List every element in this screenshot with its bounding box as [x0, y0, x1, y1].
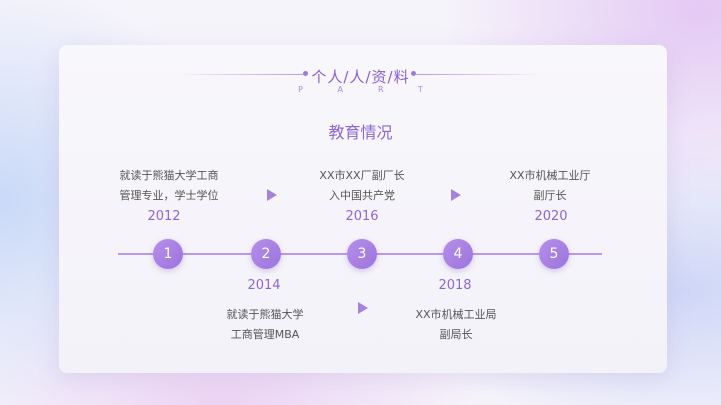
triangle-right-icon	[451, 189, 461, 201]
top-item-1-line1: 就读于熊猫大学工商	[119, 169, 219, 182]
timeline-node-5: 5	[539, 239, 569, 269]
page-title: 个人/人/资/料	[311, 68, 410, 86]
timeline-node-4: 4	[443, 239, 473, 269]
title-dot-left	[303, 71, 308, 76]
bottom-item-2-year: 2018	[438, 278, 472, 293]
triangle-right-icon	[267, 189, 277, 201]
timeline-node-1: 1	[153, 239, 183, 269]
header: 个人/人/资/料	[0, 66, 721, 87]
content-card	[59, 45, 667, 373]
bottom-item-1-desc: 就读于熊猫大学 工商管理MBA	[195, 305, 335, 345]
top-item-3-line1: XX市机械工业厅	[509, 169, 591, 182]
title-dot-right	[411, 71, 416, 76]
top-item-3-year: 2020	[534, 209, 568, 224]
top-item-2-line2: 入中国共产党	[329, 189, 395, 202]
title-line-right	[416, 74, 541, 75]
bottom-item-1-line2: 工商管理MBA	[230, 328, 300, 341]
bottom-item-1-line1: 就读于熊猫大学	[226, 308, 304, 321]
triangle-right-icon	[358, 302, 368, 314]
bottom-item-1-year: 2014	[247, 278, 281, 293]
timeline-node-3: 3	[347, 239, 377, 269]
top-item-2-year: 2016	[345, 209, 379, 224]
bottom-item-2-desc: XX市机械工业局 副局长	[386, 305, 526, 345]
top-item-1-year: 2012	[147, 209, 181, 224]
page-subtitle: PART	[298, 85, 458, 94]
bottom-item-2-line2: 副局长	[439, 328, 473, 341]
title-line-left	[178, 74, 303, 75]
top-item-1-desc: 就读于熊猫大学工商 管理专业，学士学位	[99, 166, 239, 206]
section-title: 教育情况	[328, 123, 393, 142]
top-item-1-line2: 管理专业，学士学位	[119, 189, 219, 202]
top-item-3-desc: XX市机械工业厅 副厅长	[480, 166, 620, 206]
top-item-2-line1: XX市XX厂副厂长	[319, 169, 405, 182]
bottom-item-2-line1: XX市机械工业局	[415, 308, 497, 321]
top-item-3-line2: 副厅长	[533, 189, 567, 202]
timeline-node-2: 2	[251, 239, 281, 269]
top-item-2-desc: XX市XX厂副厂长 入中国共产党	[292, 166, 432, 206]
